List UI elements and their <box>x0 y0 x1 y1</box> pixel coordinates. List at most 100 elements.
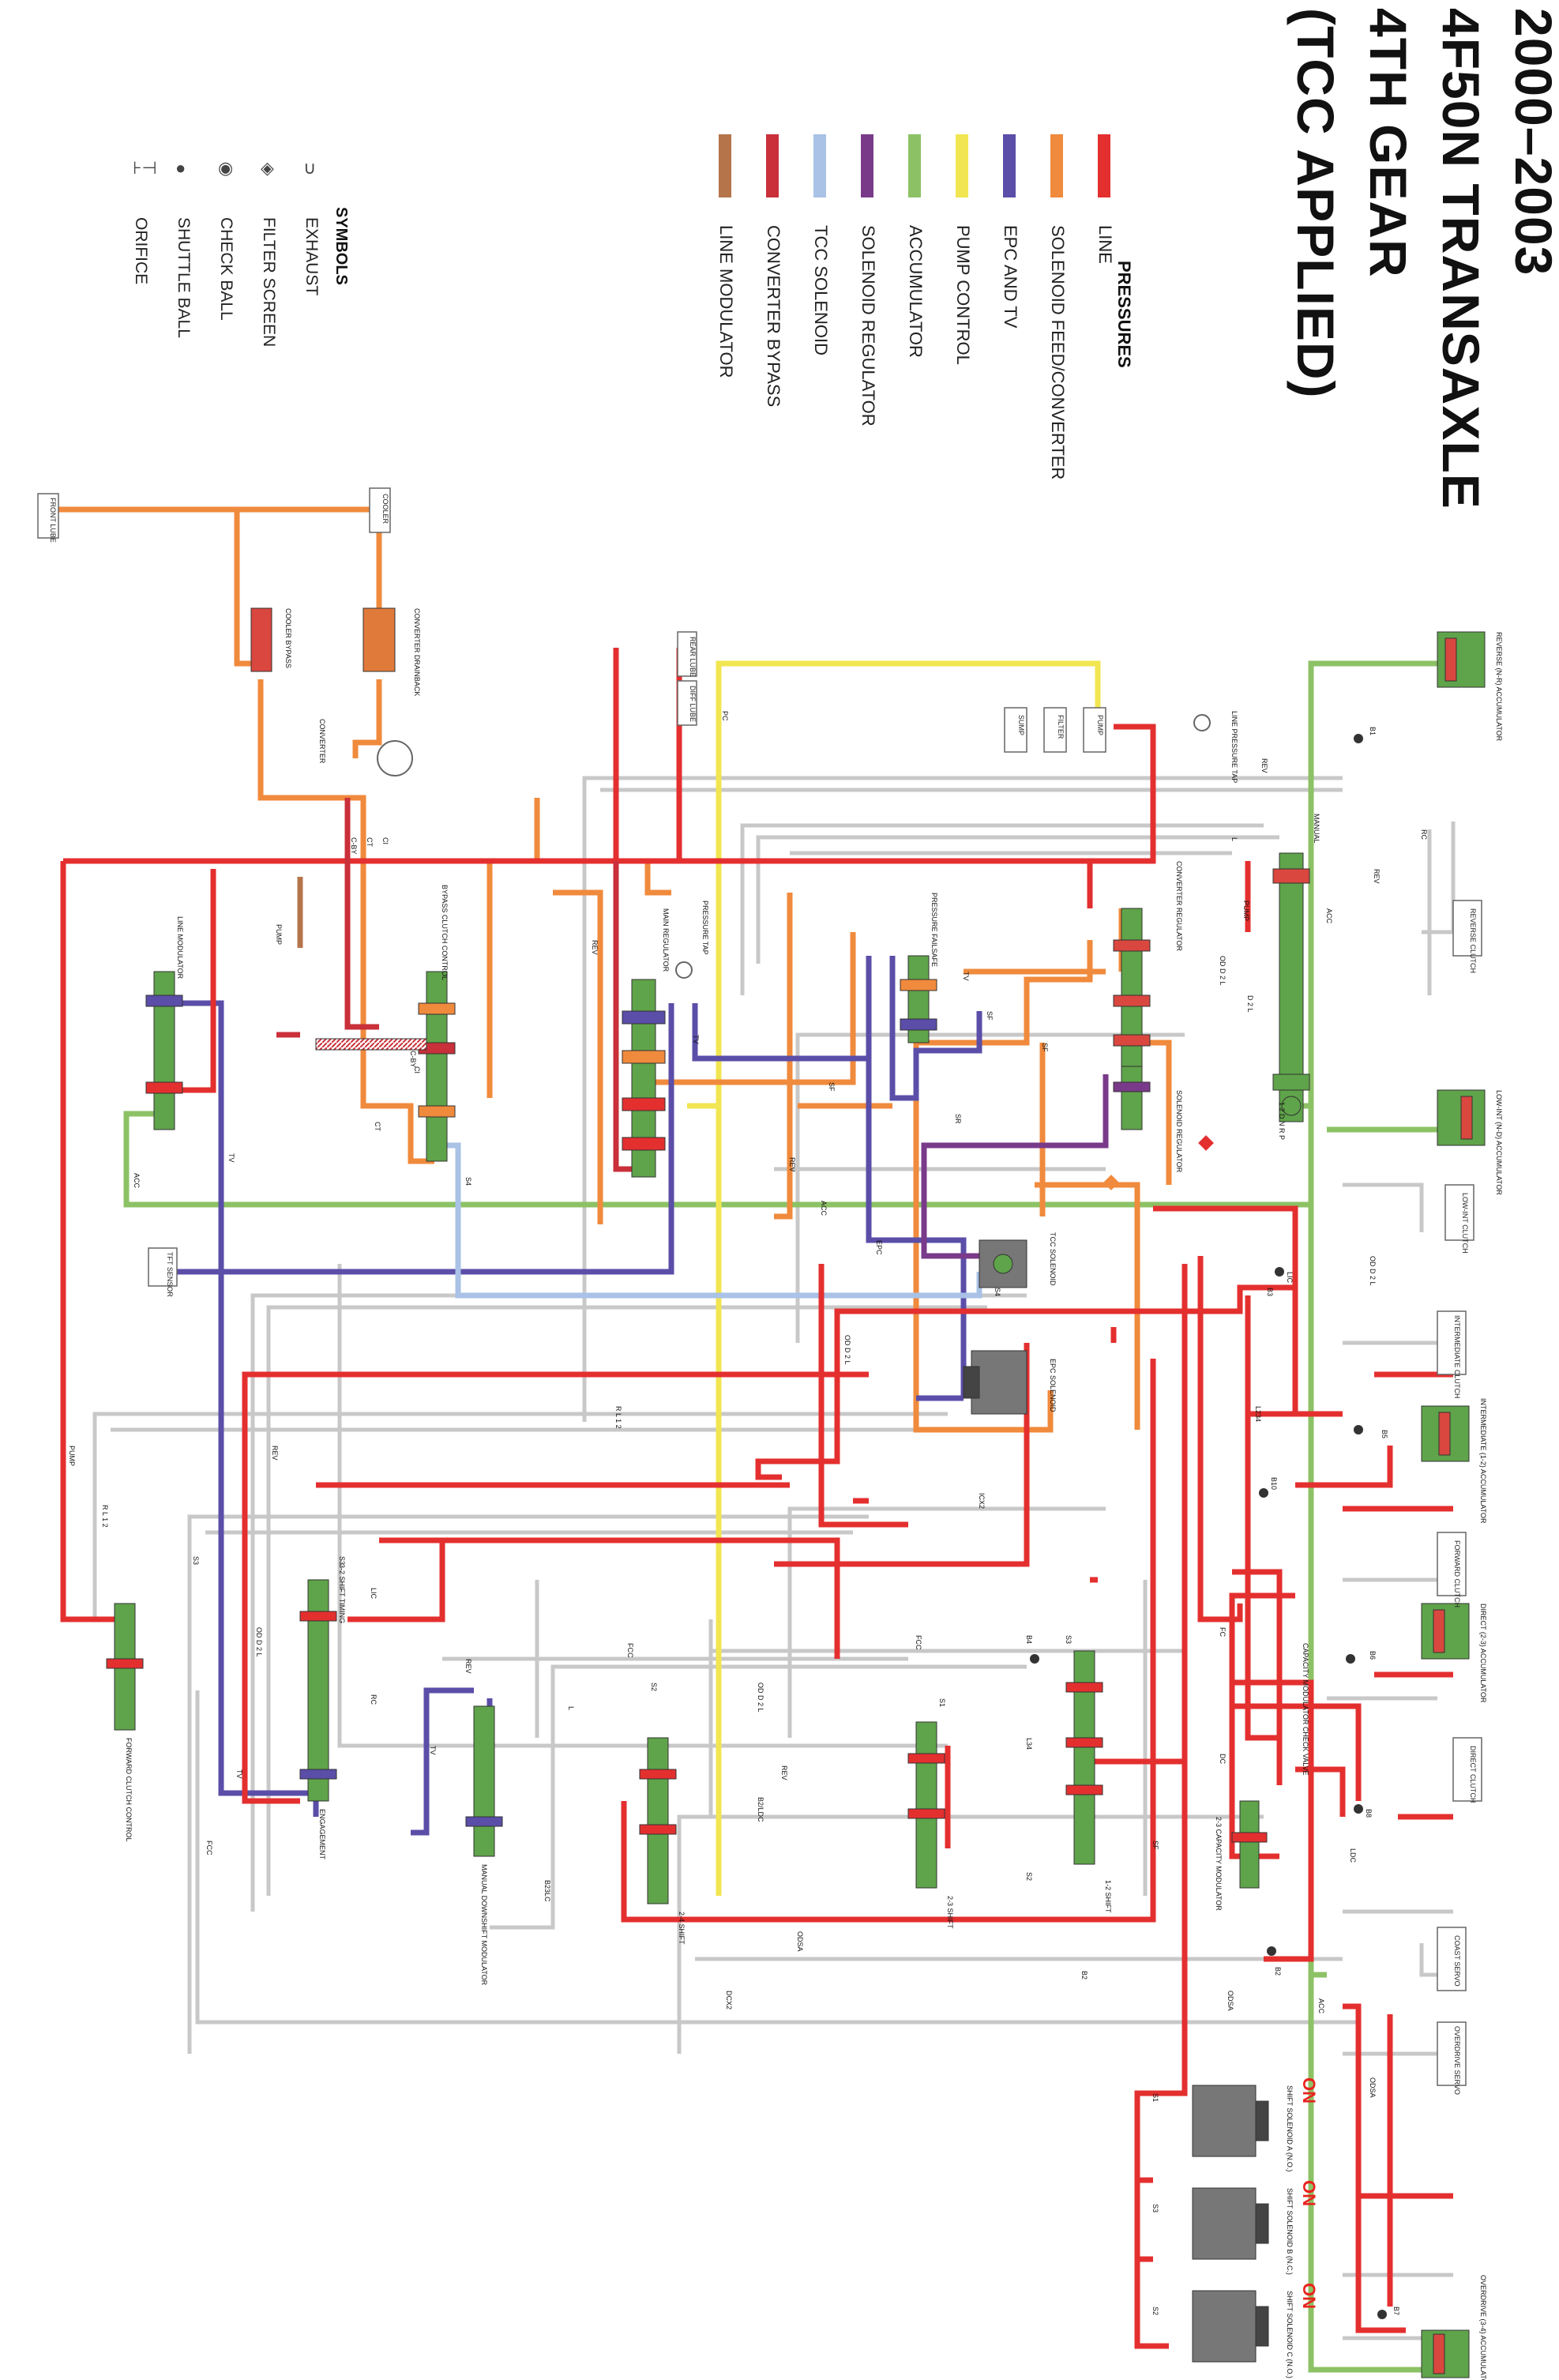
label-pump-2: PUMP <box>275 924 283 945</box>
direct-accumulator <box>1421 1603 1470 1660</box>
label-manual-downshift-modulator: MANUAL DOWNSHIFT MODULATOR <box>480 1864 488 1986</box>
legend-label: EPC AND TV <box>1001 225 1020 329</box>
shift-timing-3-2-valve <box>299 1579 337 1802</box>
label-s1: S1 <box>938 1698 946 1707</box>
label-s2: S2 <box>650 1683 658 1691</box>
label-acc-3: ACC <box>133 1173 141 1189</box>
label-rev-2: REV <box>1373 869 1381 884</box>
component-boxes <box>37 487 1482 2086</box>
converter-parts <box>250 607 1211 979</box>
label-converter: CONVERTER <box>318 719 326 764</box>
legend-swatch <box>956 134 968 197</box>
legend-label: SOLENOID REGULATOR <box>858 225 878 427</box>
label-s1-2: S1 <box>1151 2093 1159 2102</box>
label-low-int-accumulator: LOW-INT (N-D) ACCUMULATOR <box>1495 1090 1503 1195</box>
label-rev-5: REV <box>271 1446 279 1461</box>
label-odsa: ODSA <box>796 1931 804 1952</box>
bypass-clutch-control-valve <box>315 971 456 1162</box>
shift-1-2-valve <box>1065 1650 1103 1865</box>
label-direct-clutch: DIRECT CLUTCH <box>1469 1746 1477 1803</box>
tcc-solenoid <box>979 1239 1027 1288</box>
converter-drainback <box>363 607 396 672</box>
label-line-modulator: LINE MODULATOR <box>176 916 184 979</box>
diamond-markers <box>1103 1135 1214 1190</box>
label-odsa-2: ODSA <box>1227 1991 1234 2011</box>
label-overdrive-accumulator: OVERDRIVE (3-4) ACCUMULATOR <box>1479 2275 1487 2380</box>
label-l234: L234 <box>1254 1406 1262 1422</box>
label-direct-accumulator: DIRECT (2-3) ACCUMULATOR <box>1479 1604 1487 1703</box>
label-acc-2: ACC <box>820 1201 828 1216</box>
title-gear: 4TH GEAR <box>1359 8 1418 278</box>
label-rev-7: REV <box>780 1765 788 1780</box>
coast-servo-box <box>1437 1927 1467 1991</box>
legend-swatch <box>1050 134 1063 197</box>
label-rear-lube: REAR LUBE <box>689 637 697 677</box>
label-b5: B5 <box>1381 1430 1388 1438</box>
overdrive-accumulator <box>1421 2329 1470 2378</box>
label-rev-3: REV <box>591 940 599 955</box>
label-prnd: 1 2 D N R P <box>1278 1102 1286 1140</box>
solenoid-regulator-circuit <box>921 1074 1140 1259</box>
label-pump-3: PUMP <box>68 1446 76 1466</box>
label-capacity-modulator-check-valve: CAPACITY MODULATOR CHECK VALVE <box>1302 1643 1309 1776</box>
label-rev-6: REV <box>464 1659 472 1674</box>
label-icx2: ICX2 <box>978 1493 986 1509</box>
label-ldc: LDC <box>1349 1848 1357 1863</box>
label-l34: L34 <box>1025 1738 1033 1750</box>
label-c-by-2: C-BY <box>409 1051 417 1068</box>
symbol-label: EXHAUST <box>302 217 321 296</box>
label-l: L <box>1230 837 1238 841</box>
title-year: 2000–2003 <box>1505 8 1559 276</box>
exhaust-icon: ∪ <box>303 158 317 178</box>
label-sf-3: SF <box>828 1082 836 1092</box>
diff-lube-box <box>677 680 697 726</box>
label-manual: MANUAL <box>1313 814 1320 844</box>
legend-label: TCC SOLENOID <box>811 225 831 356</box>
title-block: 2000–2003 4F50N TRANSAXLE 4TH GEAR (TCC … <box>1279 8 1559 561</box>
label-ct: CT <box>366 837 374 847</box>
label-acc-4: ACC <box>1317 1998 1325 2014</box>
direct-clutch-box <box>1452 1737 1482 1802</box>
cooler-box <box>369 487 391 533</box>
label-b6: B6 <box>1369 1651 1377 1660</box>
symbols-heading: SYMBOLS <box>332 207 350 285</box>
label-l-2: L <box>567 1706 575 1710</box>
check-balls <box>1030 734 1387 2319</box>
label-tv-5: TV <box>429 1746 437 1755</box>
label-sf-4: SF <box>1151 1840 1159 1850</box>
legend-label: LINE MODULATOR <box>716 225 736 378</box>
label-tv-4: TV <box>235 1769 243 1779</box>
label-bypass-clutch-control: BYPASS CLUTCH CONTROL <box>441 885 449 980</box>
shift-2-4-valve <box>639 1737 677 1904</box>
forward-clutch-control-valve <box>106 1603 144 1731</box>
legend-swatch <box>766 134 779 197</box>
label-fcc-2: FCC <box>626 1643 634 1658</box>
label-s2-3: S2 <box>1151 2307 1159 2315</box>
label-s2-2: S2 <box>1025 1872 1033 1881</box>
label-pressure-tap: PRESSURE TAP <box>701 900 709 955</box>
label-s4: S4 <box>994 1288 1001 1296</box>
label-od-d-2-l-4: OD D 2 L <box>255 1627 263 1657</box>
label-rc: RC <box>1420 829 1428 840</box>
shift-solenoid-a <box>1192 2085 1269 2157</box>
label-ci: CI <box>381 837 389 844</box>
label-s3-4: S3 <box>1151 2204 1159 2213</box>
filter-screen-icon: ◈ <box>261 158 274 178</box>
label-filter: FILTER <box>1057 715 1065 739</box>
label-pressure-failsafe: PRESSURE FAILSAFE <box>930 893 938 967</box>
label-lic-2: LIC <box>370 1588 378 1600</box>
low-int-clutch-box <box>1444 1184 1474 1241</box>
label-2-4-shift: 2-4 SHIFT <box>678 1912 686 1945</box>
label-epc-solenoid: EPC SOLENOID <box>1049 1359 1057 1412</box>
epc-tv-circuit <box>155 956 982 1856</box>
valves <box>106 852 1310 1904</box>
label-2-3-shift: 2-3 SHIFT <box>946 1896 954 1929</box>
label-converter-regulator: CONVERTER REGULATOR <box>1175 861 1183 952</box>
label-low-int-clutch: LOW-INT CLUTCH <box>1461 1193 1469 1254</box>
label-odsa-3: ODSA <box>1369 2077 1377 2098</box>
label-b1: B1 <box>1369 727 1377 735</box>
label-tft-sensor: TFT SENSOR <box>166 1252 174 1297</box>
